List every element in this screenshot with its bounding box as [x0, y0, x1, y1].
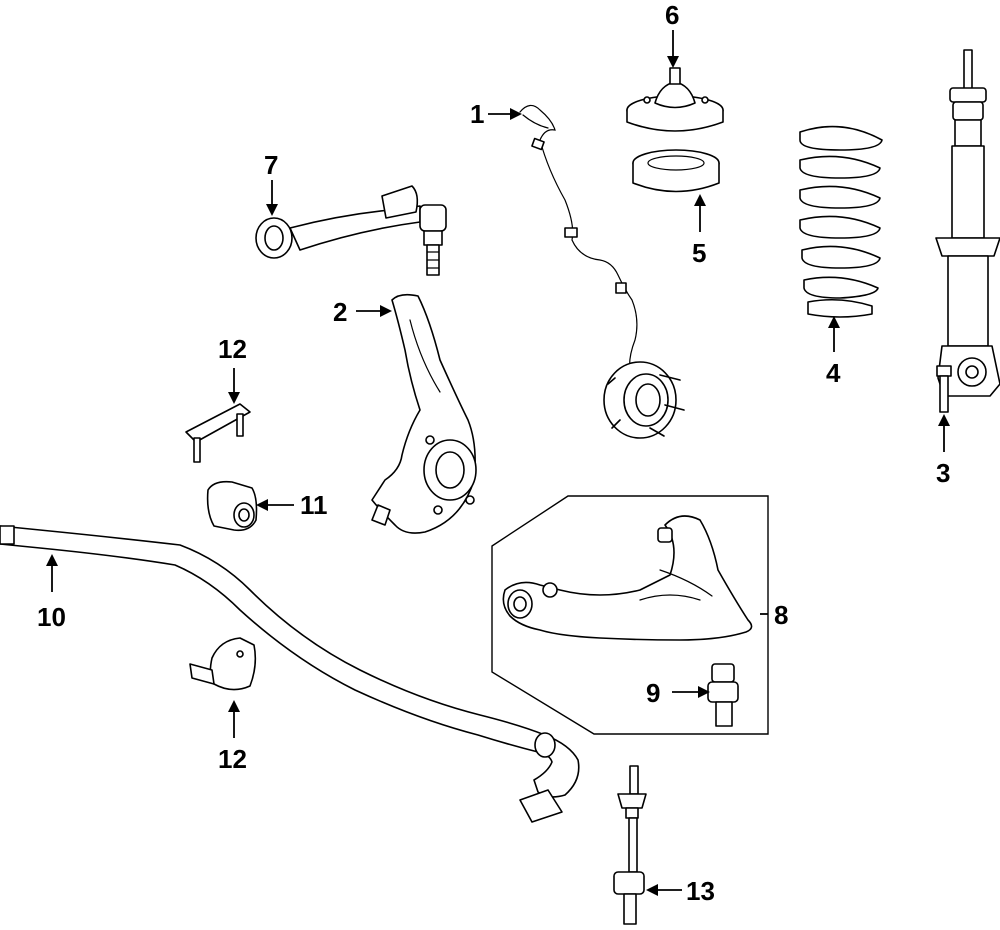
callout-arrows — [46, 30, 950, 896]
stabilizer-bar-part — [0, 525, 580, 823]
callout-13: 13 — [686, 876, 715, 906]
callout-7: 7 — [264, 150, 278, 180]
callout-6: 6 — [665, 0, 679, 30]
strut-mount-part — [626, 67, 724, 132]
callout-2: 2 — [333, 297, 347, 327]
stabilizer-link-part — [613, 765, 647, 925]
callout-11: 11 — [300, 490, 328, 520]
steering-knuckle-part — [371, 293, 477, 534]
lower-control-arm-box — [491, 495, 769, 735]
callout-3: 3 — [936, 458, 950, 488]
spring-insulator-part — [632, 149, 720, 193]
callout-1: 1 — [470, 99, 484, 129]
bushing-bracket-part — [189, 637, 257, 691]
shock-absorber-part — [935, 49, 1000, 413]
callout-8: 8 — [774, 600, 788, 630]
coil-spring-part — [799, 125, 883, 318]
callout-5: 5 — [692, 238, 706, 268]
callout-4: 4 — [826, 358, 841, 388]
callout-12-lower: 12 — [218, 744, 247, 774]
abs-sensor-part — [519, 104, 638, 373]
stabilizer-bushing-part — [206, 480, 258, 532]
callout-12-upper: 12 — [218, 334, 247, 364]
callout-10: 10 — [37, 602, 66, 632]
wheel-hub-part — [603, 361, 685, 439]
callout-9: 9 — [646, 678, 660, 708]
ball-joint-part — [707, 663, 739, 727]
callout-labels: 1 2 3 4 5 6 7 8 9 10 11 12 12 13 — [37, 0, 950, 906]
upper-control-arm-part — [255, 185, 447, 276]
bracket-plate-part — [185, 403, 251, 463]
